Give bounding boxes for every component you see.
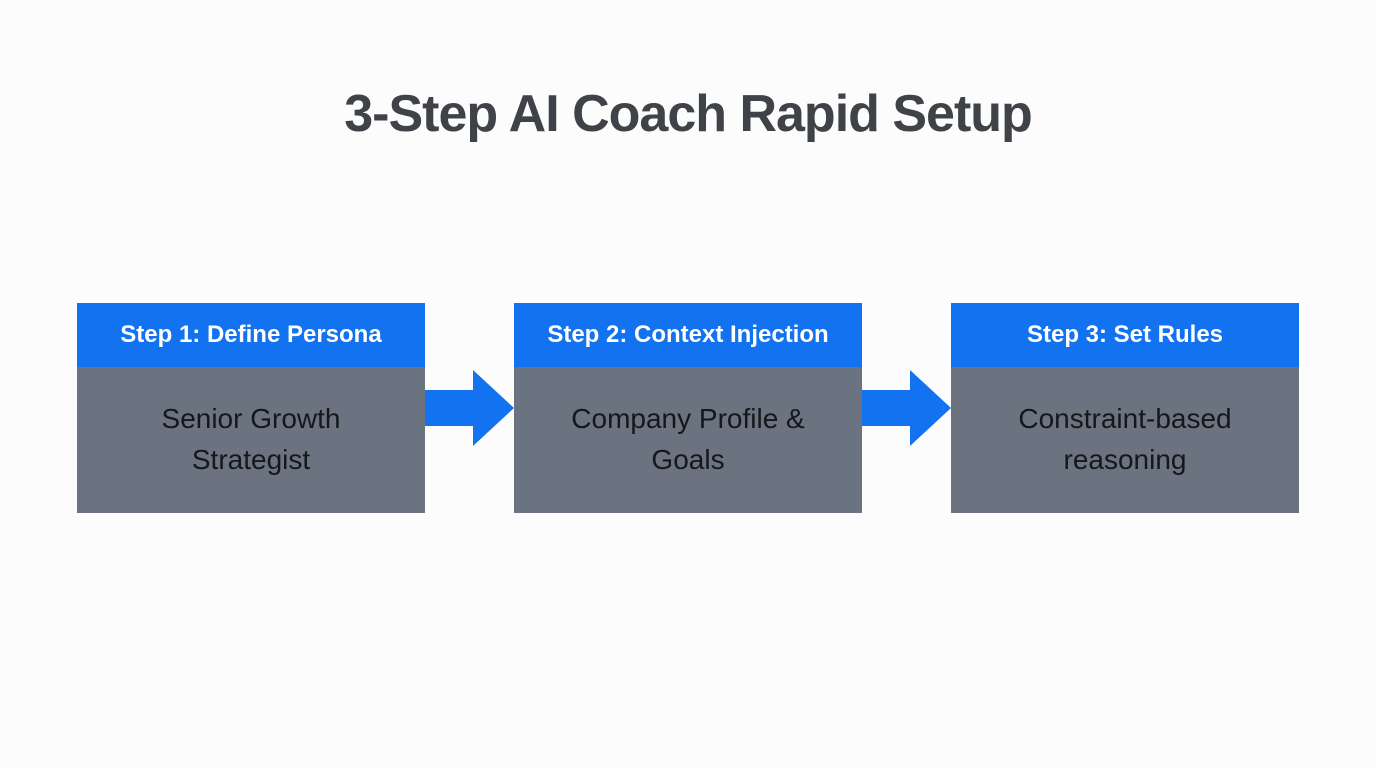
arrow-right-icon [862,370,951,446]
step-1-header: Step 1: Define Persona [77,303,425,367]
arrow-right-icon [425,370,514,446]
step-3-header: Step 3: Set Rules [951,303,1299,367]
step-box-2: Step 2: Context Injection Company Profil… [514,303,862,513]
step-2-body: Company Profile & Goals [514,367,862,513]
step-box-3: Step 3: Set Rules Constraint-based reaso… [951,303,1299,513]
step-2-header: Step 2: Context Injection [514,303,862,367]
step-box-1: Step 1: Define Persona Senior Growth Str… [77,303,425,513]
page-title: 3-Step AI Coach Rapid Setup [344,85,1033,143]
process-flow: Step 1: Define Persona Senior Growth Str… [77,303,1299,513]
step-3-body: Constraint-based reasoning [951,367,1299,513]
step-1-body: Senior Growth Strategist [77,367,425,513]
